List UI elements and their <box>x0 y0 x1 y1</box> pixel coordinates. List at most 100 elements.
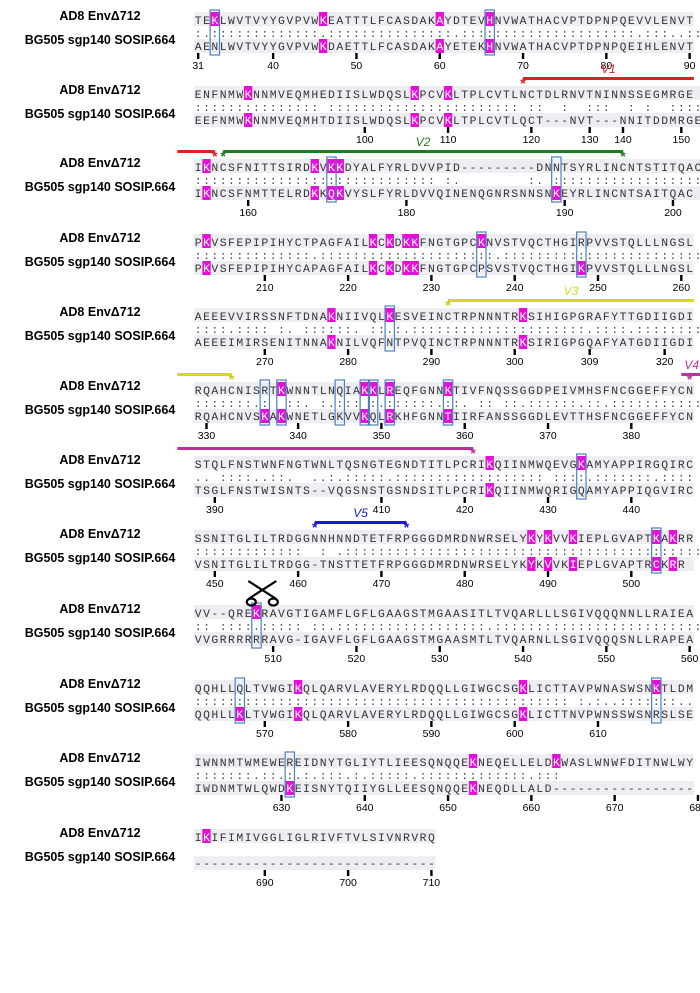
residue-box <box>476 231 487 278</box>
position-tick <box>430 870 433 876</box>
position-tick <box>196 53 200 59</box>
sequence-1-row: RQAHCNISRTKWNNTLNQIAKKLREQFGNNKTIVFNQSSG… <box>195 386 693 398</box>
sequence-2-row: TSGLFNSTWISNTS--VQGSNSTGSNDSITLPCRIKQIIN… <box>195 486 693 498</box>
sequence-1-label: AD8 EnvΔ712 <box>59 751 140 765</box>
sequence-1-label: AD8 EnvΔ712 <box>59 156 140 170</box>
position-tick <box>613 795 616 801</box>
position-number: 140 <box>614 134 632 146</box>
lysine-highlight <box>402 234 411 248</box>
residue-box <box>359 379 371 426</box>
residue-box <box>326 156 337 203</box>
sequence-1-label: AD8 EnvΔ712 <box>59 305 140 319</box>
conservation-row: ::::.:::: :. ::::::. ::.:.::::::::::::::… <box>195 325 700 337</box>
position-number: 660 <box>523 802 541 814</box>
conservation-row: ::::::::::::: : .:::::::::::::::::::::::… <box>195 547 700 559</box>
sequence-2-row: QQHLLKLTVWGIKQLQARVLAVERYLRDQQLLGIWGCSGK… <box>195 710 693 722</box>
region-label: V3 <box>564 284 579 298</box>
sequence-1-row: IWNNMTWMEWEREIDNYTGLIYTLIEESQNQQEKNEQELL… <box>195 758 693 770</box>
residue-box <box>259 379 271 426</box>
lysine-highlight <box>485 483 494 497</box>
position-number: 710 <box>423 877 441 889</box>
position-tick <box>380 423 383 429</box>
lysine-highlight <box>210 12 219 26</box>
sequence-row-bg <box>194 261 694 275</box>
position-number: 640 <box>356 802 374 814</box>
position-number: 480 <box>456 578 474 590</box>
lysine-highlight <box>527 557 536 571</box>
position-tick <box>296 423 300 429</box>
position-number: 150 <box>673 134 691 146</box>
position-number: 360 <box>456 430 474 442</box>
position-number: 250 <box>589 282 607 294</box>
lysine-highlight <box>443 409 453 423</box>
lysine-highlight <box>668 530 678 544</box>
position-number: 40 <box>267 60 279 72</box>
lysine-highlight <box>385 234 394 248</box>
residue-box <box>209 9 221 56</box>
lysine-highlight <box>368 382 378 396</box>
residue-box <box>384 379 396 426</box>
position-number: 670 <box>606 802 624 814</box>
position-number: 31 <box>192 60 204 72</box>
region-boundary-star: * <box>520 75 526 91</box>
position-number: 190 <box>556 207 574 219</box>
position-tick <box>513 349 516 355</box>
position-number: 230 <box>423 282 441 294</box>
residue-box <box>334 379 346 426</box>
position-number: 90 <box>684 60 696 72</box>
sequence-2-label: BG505 sgp140 SOSIP.664 <box>25 255 176 269</box>
position-tick <box>346 349 350 355</box>
sequence-2-row: EEFNMWKNNMVEQMHTDIISLWDQSLKPCVKLTPLCVTLQ… <box>195 116 700 128</box>
lysine-highlight <box>443 382 453 396</box>
sequence-row-bg <box>194 483 694 497</box>
region-boundary-star: * <box>229 371 235 387</box>
region-label: V2 <box>416 135 431 149</box>
lysine-highlight <box>327 159 336 173</box>
residue-box <box>276 379 287 426</box>
lysine-highlight <box>485 456 494 470</box>
conservation-row: .. ::::..::. ..:.:::::.:::::::::::::::::… <box>195 473 693 485</box>
sequence-2-row: IWDNMTWLQWDKEISNYTQIIYGLLEESQNQQEKNEQDLL… <box>195 784 693 796</box>
position-tick <box>688 646 691 652</box>
sequence-1-row: TEKLWVTVYYGVPVWKEATTTLFCASDAKAYDTEVHNVWA… <box>195 16 693 28</box>
position-tick <box>696 795 700 801</box>
conservation-row: :::::::.::.:.:.:::.:.:::::.:::::::::::::… <box>195 771 560 783</box>
position-tick <box>438 646 441 652</box>
position-tick <box>546 497 550 503</box>
position-tick <box>463 571 466 577</box>
lysine-highlight <box>385 409 394 423</box>
position-number: 490 <box>539 578 557 590</box>
region-bar <box>448 299 694 302</box>
position-number: 600 <box>506 728 524 740</box>
lysine-highlight <box>293 707 303 721</box>
lysine-highlight <box>243 86 253 100</box>
position-tick <box>563 200 566 206</box>
lysine-highlight <box>202 234 211 248</box>
position-tick <box>588 127 591 133</box>
conservation-row: ::::::::::::::: ::::::::::::::::::::::: … <box>195 103 700 115</box>
position-number: 680 <box>689 802 700 814</box>
position-number: 120 <box>523 134 541 146</box>
position-number: 80 <box>600 60 612 72</box>
sequence-row-bg <box>194 605 694 619</box>
sequence-2-label: BG505 sgp140 SOSIP.664 <box>25 477 176 491</box>
lysine-highlight <box>518 680 528 694</box>
sequence-1-row: AEEEVVIRSSNFTDNAKNIIVQLKESVEINCTRPNNNTRK… <box>195 312 693 324</box>
sequence-2-label: BG505 sgp140 SOSIP.664 <box>25 551 176 565</box>
lysine-highlight <box>335 186 344 200</box>
position-number: 370 <box>539 430 557 442</box>
sequence-2-label: BG505 sgp140 SOSIP.664 <box>25 701 176 715</box>
position-number: 500 <box>623 578 641 590</box>
sequence-1-row: SSNITGLILTRDGGNNHNNDTETFRPGGGDMRDNWRSELY… <box>195 534 693 546</box>
position-number: 590 <box>423 728 441 740</box>
position-tick <box>596 275 600 281</box>
lysine-highlight <box>402 261 411 275</box>
lysine-highlight <box>568 557 578 571</box>
sequence-2-row: VVGRRRRRRAVG-IGAVFLGFLGAAGSTMGAASMTLTVQA… <box>195 635 693 647</box>
position-tick <box>430 721 433 727</box>
region-boundary-star: * <box>312 519 318 535</box>
position-tick <box>205 423 208 429</box>
